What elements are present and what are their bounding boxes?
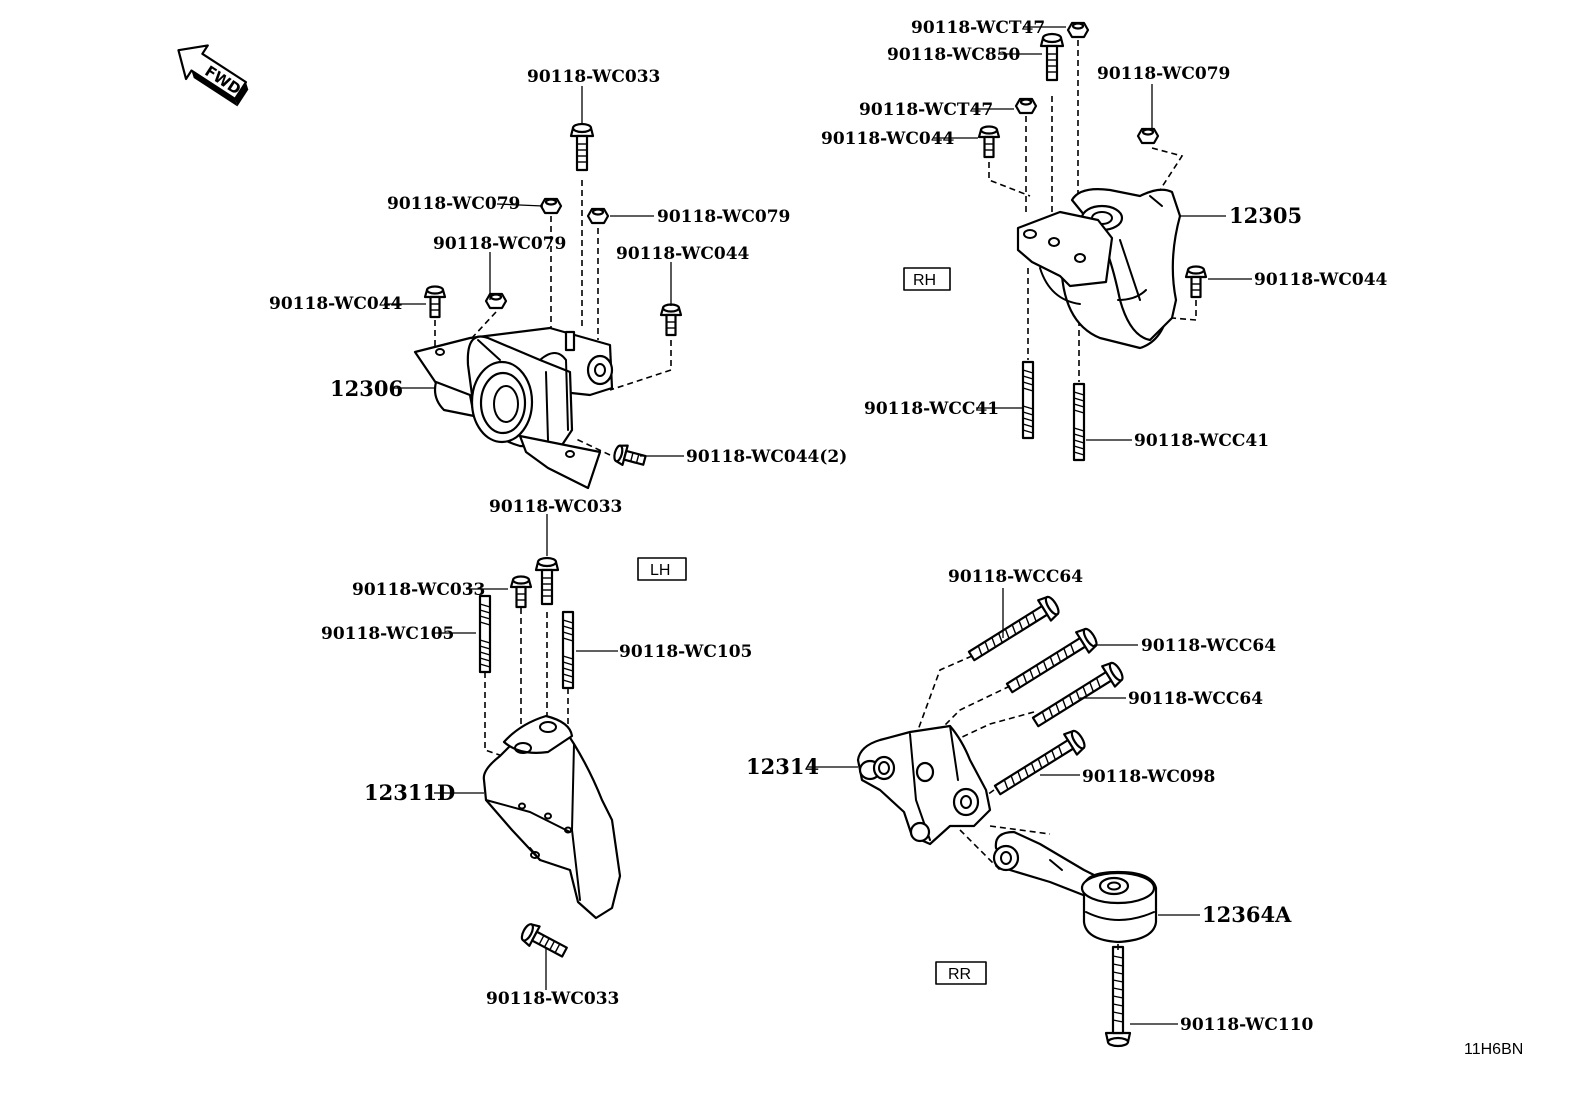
callout-rh-wct47-b: 90118-WCT47 <box>859 100 993 120</box>
stud-icon <box>1072 382 1086 462</box>
long-bolt-icon <box>990 726 1090 802</box>
section-label-rh: RH <box>913 272 936 289</box>
callout-lw-wc033-b: 90118-WC033 <box>352 580 485 600</box>
bolt-icon <box>569 122 595 172</box>
stud-icon <box>561 610 575 690</box>
fwd-arrow-icon: FWD <box>177 44 249 107</box>
callout-rr-wcc64-c: 90118-WCC64 <box>1128 689 1263 709</box>
part-number-12314: 12314 <box>746 754 819 779</box>
callout-lh-wc079-a: 90118-WC079 <box>387 194 520 214</box>
callout-rr-wcc64-a: 90118-WCC64 <box>948 567 1083 587</box>
callout-lh-wc044-a: 90118-WC044 <box>616 244 750 264</box>
callout-lh-wc044-2: 90118-WC044(2) <box>686 447 847 467</box>
bolt-icon <box>534 556 560 606</box>
long-bolt-icon <box>964 592 1064 668</box>
bolt-icon <box>1184 265 1208 299</box>
bolt-icon <box>659 303 683 337</box>
lh-mount-12306-drawing <box>413 326 614 490</box>
lh-lower-bracket-group: 90118-WC033 90118-WC033 90118-WC105 9011… <box>321 497 752 1009</box>
callout-lw-wc033-c: 90118-WC033 <box>486 989 619 1009</box>
callout-lw-wc105-b: 90118-WC105 <box>619 642 752 662</box>
section-label-lh: LH <box>650 562 670 579</box>
callout-rh-wc850: 90118-WC850 <box>887 45 1021 65</box>
callout-rh-wc044-b: 90118-WC044 <box>1254 270 1388 290</box>
callout-rr-wcc64-b: 90118-WCC64 <box>1141 636 1276 656</box>
bolt-icon <box>517 919 571 963</box>
callout-rr-wc098: 90118-WC098 <box>1082 767 1215 787</box>
callout-rh-wcc41-b: 90118-WCC41 <box>1134 431 1269 451</box>
stud-icon <box>1021 360 1035 440</box>
diagram-code: 11H6BN <box>1464 1041 1523 1058</box>
nut-icon <box>1136 127 1160 145</box>
rr-mount-12364a-drawing <box>992 830 1158 944</box>
lh-upper-mount-group: 90118-WC033 90118-WC079 90118-WC079 9011… <box>269 67 847 490</box>
callout-lh-wc079-b: 90118-WC079 <box>657 207 790 227</box>
bolt-icon <box>977 125 1001 159</box>
rr-bracket-12314-drawing <box>856 724 992 846</box>
callout-lh-top-wc033: 90118-WC033 <box>527 67 660 87</box>
callout-rr-wc110: 90118-WC110 <box>1180 1015 1314 1035</box>
callout-lh-wc079-c: 90118-WC079 <box>433 234 566 254</box>
bolt-icon <box>509 575 533 609</box>
callout-lw-wc033-a: 90118-WC033 <box>489 497 622 517</box>
part-number-12306: 12306 <box>330 376 403 401</box>
stud-icon <box>478 594 492 674</box>
callout-rh-wc044-a: 90118-WC044 <box>821 129 955 149</box>
bolt-icon <box>423 285 447 319</box>
bolt-icon <box>1039 32 1065 82</box>
nut-icon <box>586 207 610 225</box>
rr-mount-group: 90118-WCC64 90118-WCC64 90118-WCC64 1231… <box>746 567 1314 1048</box>
nut-icon <box>484 292 508 310</box>
part-number-12305: 12305 <box>1229 203 1302 228</box>
rh-mount-group: 90118-WCT47 90118-WC850 90118-WC079 9011… <box>821 18 1388 462</box>
nut-icon <box>539 197 563 215</box>
nut-icon <box>1066 21 1090 39</box>
rh-mount-12305-drawing <box>1016 188 1182 350</box>
callout-lw-wc105-a: 90118-WC105 <box>321 624 454 644</box>
long-bolt-icon <box>1104 945 1132 1048</box>
nut-icon <box>1014 97 1038 115</box>
callout-rh-wc079: 90118-WC079 <box>1097 64 1230 84</box>
part-number-12364a: 12364A <box>1202 902 1292 927</box>
section-label-rr: RR <box>948 966 971 983</box>
lh-bracket-12311d-drawing <box>482 714 622 920</box>
callout-rh-wcc41-a: 90118-WCC41 <box>864 399 999 419</box>
callout-lh-wc044-b: 90118-WC044 <box>269 294 403 314</box>
callout-rh-wct47-a: 90118-WCT47 <box>911 18 1045 38</box>
part-number-12311d: 12311D <box>364 780 455 805</box>
